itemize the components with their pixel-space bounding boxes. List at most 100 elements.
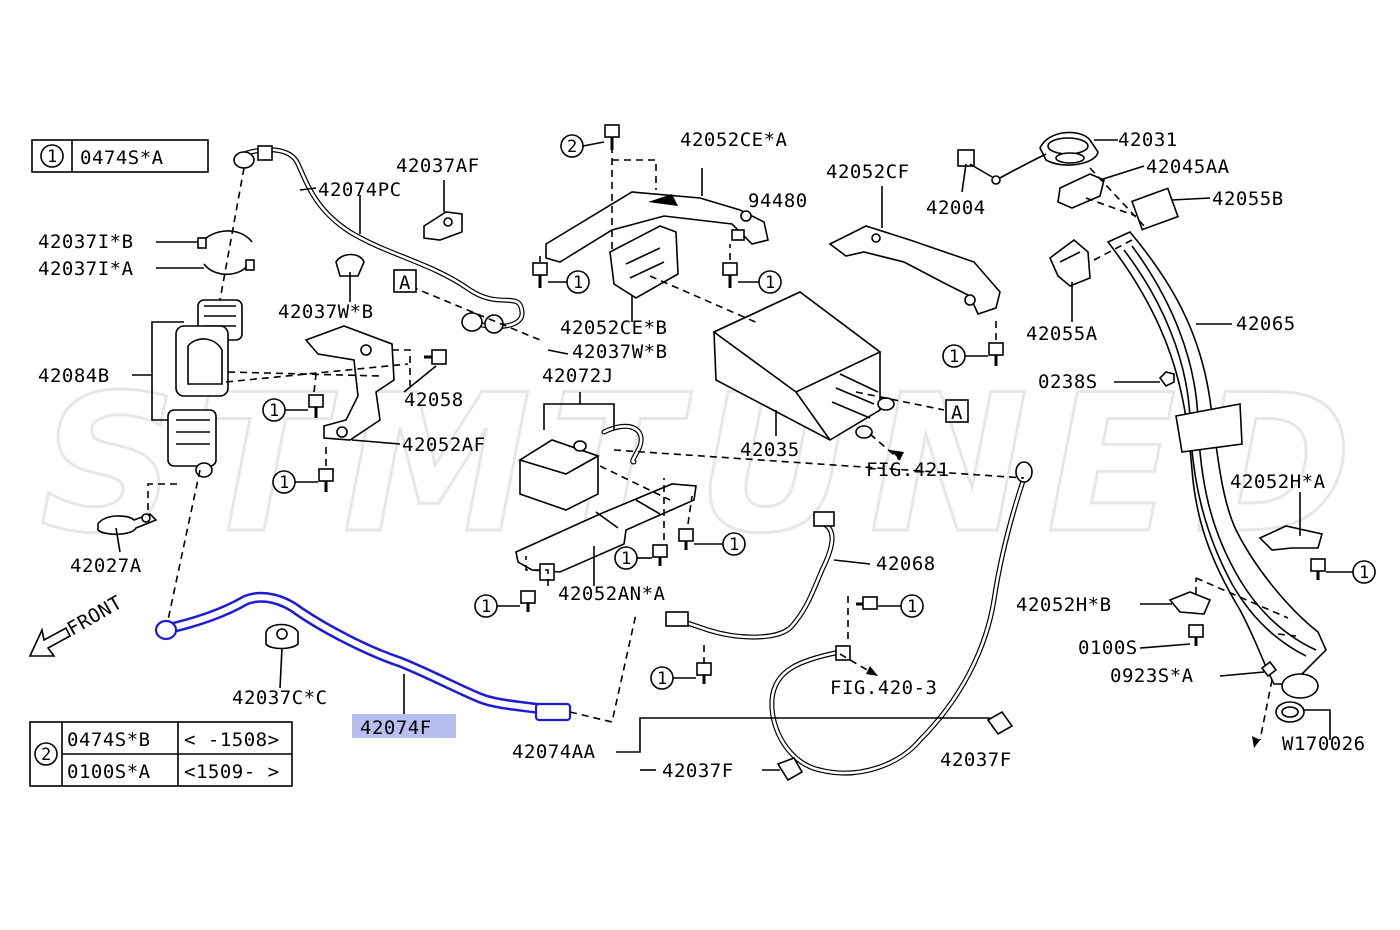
fig421-arrowhead — [890, 450, 904, 460]
clip-42037WB-left — [335, 253, 365, 277]
label-leaders — [115, 139, 1331, 771]
note-1-code: 0474S*A — [80, 147, 164, 169]
filler-pipe-42065 — [1106, 187, 1327, 699]
ref-box-a-right: A — [945, 399, 969, 424]
label-42037CC: 42037C*C — [232, 687, 328, 709]
bolt-leaders — [285, 141, 1353, 679]
circle-1-marker: 1 — [614, 546, 638, 570]
label-42027A: 42027A — [70, 555, 142, 577]
bracket-42052AF — [304, 325, 395, 441]
label-94480: 94480 — [748, 190, 808, 212]
part-42055A — [1049, 238, 1091, 287]
label-42052AF: 42052AF — [402, 434, 486, 456]
screw-0923SA — [1260, 660, 1278, 678]
label-42055A: 42055A — [1026, 323, 1098, 345]
bracket-42052HB — [1168, 591, 1212, 615]
front-label: FRONT — [64, 591, 127, 640]
label-42074AA: 42074AA — [512, 741, 596, 763]
bolt — [678, 528, 694, 550]
note-2-marker-text: 2 — [41, 745, 52, 765]
circle-1-marker: 1 — [474, 594, 498, 618]
note-2-marker — [34, 742, 58, 766]
circle-1-text: 1 — [621, 549, 632, 569]
assembly-dashed-lines — [147, 146, 1297, 741]
bolt — [988, 342, 1004, 366]
circle-1-marker: 1 — [722, 532, 746, 556]
circle-1-marker: 1 — [1352, 560, 1376, 584]
nut-0238S — [1158, 371, 1175, 388]
note-2-box: 2 0474S*B < -1508> 0100S*A <1509- > — [29, 721, 293, 787]
label-42037F-right: 42037F — [940, 749, 1012, 771]
circle-1-marker: 1 — [942, 344, 966, 368]
bolt — [1188, 624, 1204, 646]
bracket-42052HA — [1258, 525, 1324, 551]
circle-2-text: 2 — [567, 137, 578, 157]
circle-1-marker: 1 — [262, 398, 286, 422]
circle-1-text: 1 — [729, 535, 740, 555]
note-2-row2-range: <1509- > — [184, 761, 280, 783]
hose-42074F-highlighted[interactable] — [154, 591, 572, 722]
clip-42037AF — [423, 211, 463, 241]
label-42052CEB: 42052CE*B — [560, 317, 667, 339]
circle-1-marker: 1 — [272, 470, 296, 494]
label-W170026: W170026 — [1282, 733, 1366, 755]
label-42074F[interactable]: 42074F — [360, 717, 432, 739]
circle-1-text: 1 — [1359, 563, 1370, 583]
bolt — [856, 596, 878, 610]
bolt — [1310, 558, 1326, 580]
part-labels: 42037I*B 42037I*A 42084B 42027A 42074PC … — [38, 129, 1366, 782]
label-42037WB-right: 42037W*B — [572, 341, 668, 363]
ref-a-right-text: A — [951, 402, 963, 424]
bolt — [532, 262, 548, 288]
bolt-42058 — [424, 349, 447, 365]
label-42037WB-left: 42037W*B — [278, 301, 374, 323]
label-42037F-left: 42037F — [662, 760, 734, 782]
label-fig420-3: FIG.420-3 — [830, 677, 937, 699]
label-42052HA: 42052H*A — [1230, 471, 1326, 493]
label-42068: 42068 — [876, 553, 936, 575]
canister-42035 — [712, 291, 895, 441]
bolt — [520, 590, 536, 612]
label-42004: 42004 — [926, 197, 986, 219]
note-1-marker — [40, 144, 64, 168]
ref-a-left-text: A — [399, 272, 411, 294]
note-1-marker-text: 1 — [47, 147, 58, 167]
bolt — [318, 468, 334, 492]
bracket-42027A — [97, 513, 158, 536]
gasket-42045AA — [1057, 173, 1105, 209]
hose-42068 — [665, 511, 835, 640]
label-42065: 42065 — [1236, 313, 1296, 335]
clip-42037F-right — [986, 710, 1014, 736]
clamp-42037CC — [265, 623, 299, 650]
circle-1-marker: 1 — [650, 666, 674, 690]
label-42031: 42031 — [1118, 129, 1178, 151]
label-42084B: 42084B — [38, 365, 110, 387]
bracket-42052CF — [828, 225, 1001, 315]
bolt — [722, 262, 738, 288]
circle-1-marker: 1 — [566, 270, 590, 294]
circle-1-text: 1 — [279, 473, 290, 493]
pump-42072J — [518, 423, 644, 511]
circle-2-marker: 2 — [560, 134, 584, 158]
label-42052ANA: 42052AN*A — [558, 583, 666, 605]
note-2-row2-code: 0100S*A — [67, 761, 151, 783]
circle-1-text: 1 — [481, 597, 492, 617]
bolt — [696, 662, 712, 684]
label-42037IB: 42037I*B — [38, 231, 134, 253]
circle-1-text: 1 — [657, 669, 668, 689]
hose-42074AA — [769, 461, 1033, 776]
label-0100S: 0100S — [1078, 637, 1138, 659]
circle-1-text: 1 — [765, 273, 776, 293]
circle-1-text: 1 — [573, 273, 584, 293]
fig-arrows — [866, 450, 1260, 748]
valve-42084B — [167, 299, 243, 478]
clamp-42037I — [197, 230, 255, 276]
down-arrowhead — [1252, 736, 1260, 748]
bolt — [308, 394, 324, 418]
fig420-arrowhead — [866, 666, 878, 676]
label-42037IA: 42037I*A — [38, 258, 134, 280]
label-42058: 42058 — [404, 389, 464, 411]
watermark: STMTUNED — [40, 354, 1370, 575]
label-42035: 42035 — [740, 439, 800, 461]
